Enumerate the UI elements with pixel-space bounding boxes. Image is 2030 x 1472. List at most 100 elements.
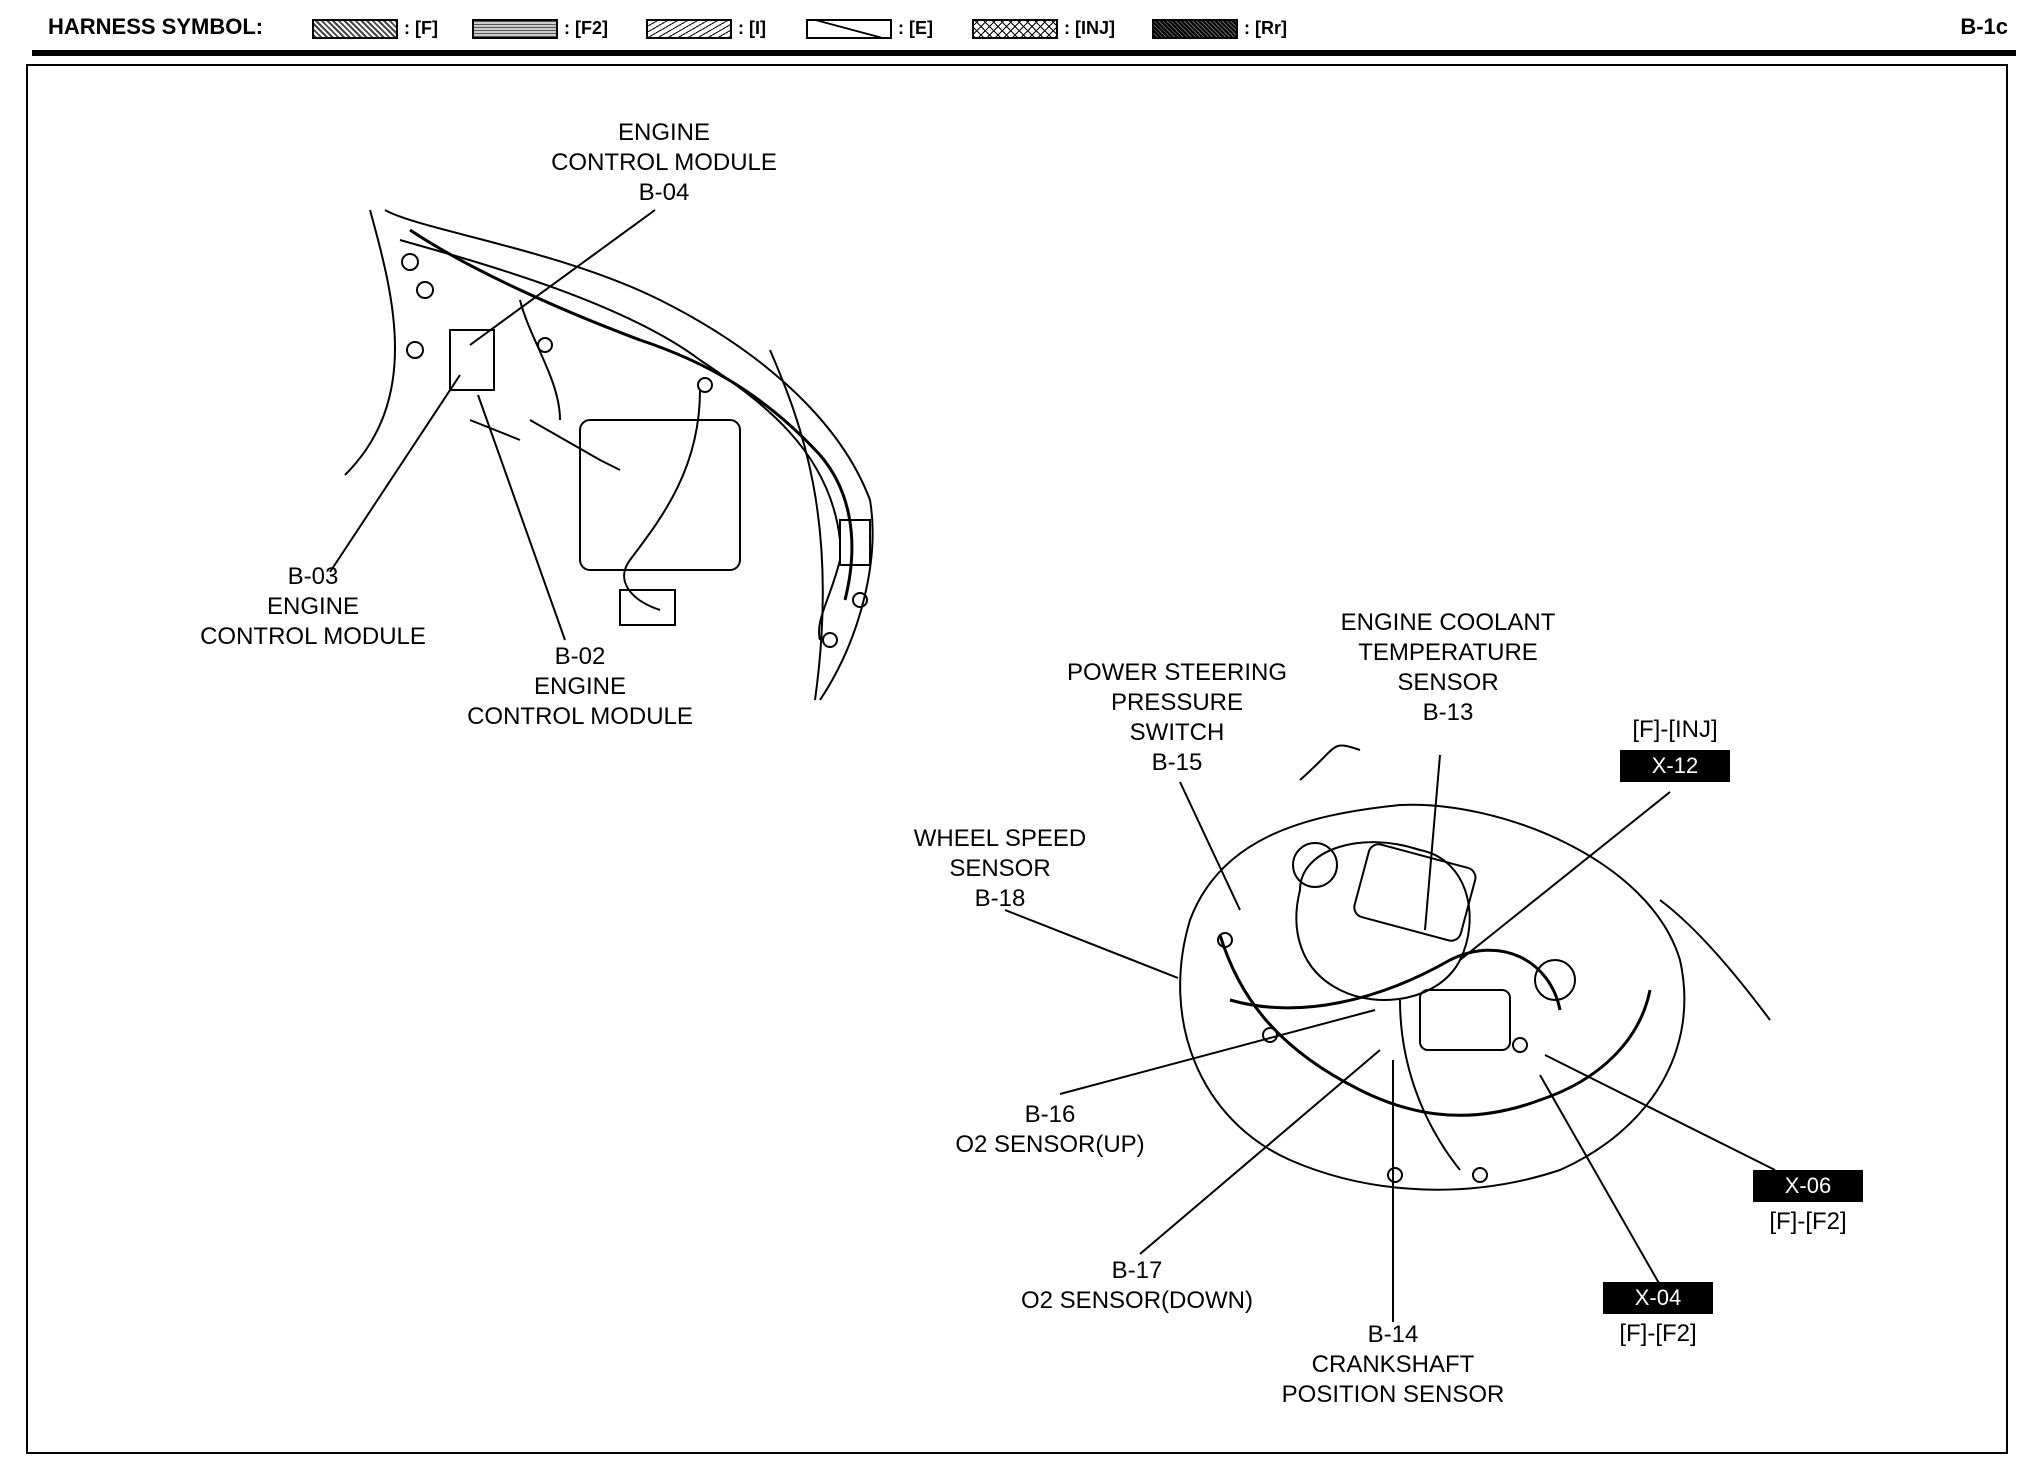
label-line: ENGINE [533, 673, 627, 700]
label-line: B-04 [638, 179, 690, 206]
pedal-2 [469, 419, 521, 441]
label-line: B-14 [1367, 1321, 1419, 1348]
connector-x06-harness: [F]-[F2] [1769, 1208, 1847, 1235]
label-line: O2 SENSOR(DOWN) [1020, 1287, 1254, 1314]
connector-i [1262, 1027, 1278, 1043]
label-line: ENGINE COOLANT [1340, 609, 1556, 636]
label-line: POWER STEERING [1066, 659, 1288, 686]
leader-b16 [1059, 1009, 1376, 1095]
label-b16: B-16 O2 SENSOR(UP) [955, 1100, 1144, 1160]
connector-x06: X-06 [1753, 1170, 1863, 1202]
leader-b17 [1139, 1049, 1381, 1255]
connector-j [1387, 1167, 1403, 1183]
label-line: B-02 [554, 643, 606, 670]
label-line: O2 SENSOR(UP) [955, 1131, 1145, 1158]
label-line: B-18 [974, 885, 1026, 912]
label-line: ENGINE [266, 593, 360, 620]
relay-box [619, 589, 676, 626]
harness-branch-3 [818, 559, 841, 641]
label-line: CONTROL MODULE [467, 703, 693, 730]
pattern-Rr-swatch [1152, 18, 1238, 39]
hood-outline [1179, 803, 1686, 1191]
pattern-F2-swatch [472, 18, 558, 39]
connector-b [416, 281, 434, 299]
engine-block [1295, 841, 1471, 1001]
label-line: PRESSURE [1110, 689, 1244, 716]
legend-label: : [Rr] [1244, 18, 1287, 38]
fender-curve [1659, 899, 1771, 1021]
leader-x06 [1544, 1054, 1776, 1171]
label-line: WHEEL SPEED [913, 825, 1087, 852]
left-pillar [344, 209, 396, 476]
label-line: B-17 [1111, 1257, 1163, 1284]
label-line: CONTROL MODULE [200, 623, 426, 650]
connector-a [401, 253, 419, 271]
legend-label: : [F2] [564, 18, 608, 38]
connector-l [1512, 1037, 1528, 1053]
leader-b04 [469, 209, 656, 346]
engine-harness [1218, 934, 1652, 1117]
dashboard-lower-edge [399, 239, 841, 541]
legend-label: : [I] [738, 18, 766, 38]
center-console [579, 419, 741, 571]
engine-harness-2 [1229, 948, 1562, 1011]
label-line: CRANKSHAFT [1311, 1351, 1475, 1378]
label-line: SENSOR [1397, 669, 1499, 696]
connector-x12: X-12 [1620, 750, 1730, 782]
leader-b13 [1424, 754, 1441, 931]
label-b02: B-02 ENGINE CONTROL MODULE [467, 642, 693, 732]
connector-d [537, 337, 553, 353]
label-b15: POWER STEERING PRESSURE SWITCH B-15 [1067, 658, 1287, 778]
engine-harness-3 [1399, 999, 1461, 1171]
page-code: B-1c [1960, 14, 2008, 39]
label-line: POSITION SENSOR [1281, 1381, 1505, 1408]
cylinder-head [1353, 843, 1477, 942]
connector-x04-harness: [F]-[F2] [1619, 1320, 1697, 1347]
leader-x04 [1539, 1074, 1661, 1286]
diagram-frame [26, 64, 2008, 1454]
label-line: ENGINE [617, 119, 711, 146]
label-b14: B-14 CRANKSHAFT POSITION SENSOR [1282, 1320, 1505, 1410]
ecm-bracket [449, 329, 495, 391]
dashboard-outline [384, 209, 874, 701]
leader-x12 [1459, 791, 1671, 961]
label-line: B-03 [287, 563, 339, 590]
legend-F2: : [F2] [472, 18, 608, 39]
pattern-F-swatch [312, 18, 398, 39]
legend-INJ: : [INJ] [972, 18, 1115, 39]
connector-g [822, 632, 838, 648]
harness-symbol-title: HARNESS SYMBOL: [48, 14, 264, 39]
label-line: CONTROL MODULE [551, 149, 777, 176]
leader-b02 [477, 394, 566, 641]
connector-f [852, 592, 868, 608]
legend-label: : [E] [898, 18, 933, 38]
label-line: SENSOR [949, 855, 1051, 882]
legend-I: : [I] [646, 18, 766, 39]
pattern-I-swatch [646, 18, 732, 39]
reservoir-right [1534, 959, 1576, 1001]
reservoir-left [1292, 842, 1338, 888]
leader-b18 [1004, 909, 1179, 979]
leader-b03 [329, 374, 461, 573]
label-line: B-15 [1151, 749, 1203, 776]
label-b04: ENGINE CONTROL MODULE B-04 [551, 118, 777, 208]
connector-k [1472, 1167, 1488, 1183]
legend-label: : [F] [404, 18, 438, 38]
legend-F: : [F] [312, 18, 438, 39]
label-b13: ENGINE COOLANT TEMPERATURE SENSOR B-13 [1341, 608, 1556, 728]
label-line: B-16 [1024, 1101, 1076, 1128]
legend-Rr: : [Rr] [1152, 18, 1287, 39]
harness-branch-1 [519, 299, 561, 421]
label-b17: B-17 O2 SENSOR(DOWN) [1021, 1256, 1253, 1316]
connector-x04: X-04 [1603, 1282, 1713, 1314]
right-pillar [769, 349, 824, 701]
pedal [529, 419, 621, 471]
label-line: B-13 [1422, 699, 1474, 726]
connector-c [406, 341, 424, 359]
connector-e [697, 377, 713, 393]
leader-b15 [1179, 781, 1241, 911]
box-right [839, 519, 871, 566]
pattern-E-swatch [806, 18, 892, 39]
label-line: SWITCH [1129, 719, 1225, 746]
